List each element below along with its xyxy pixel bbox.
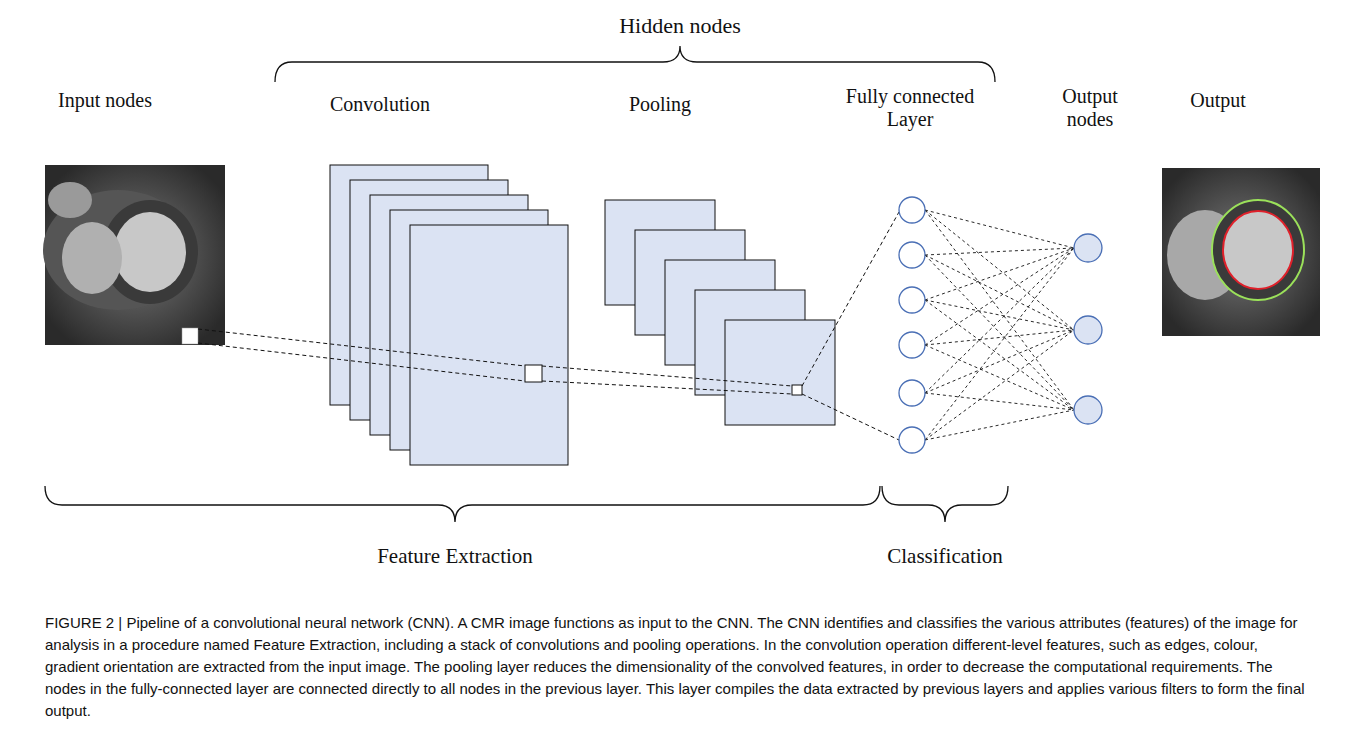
stage-label: Fully connected Layer — [840, 85, 980, 131]
output-neuron — [1074, 316, 1102, 344]
segmented-mri-image — [1162, 168, 1320, 336]
output-neuron — [1074, 234, 1102, 262]
stage-label: Output nodes — [1050, 85, 1130, 131]
fc-neuron — [899, 242, 925, 268]
fc-neuron — [899, 380, 925, 406]
pooling-stack — [605, 200, 835, 425]
fc-neurons — [899, 197, 1102, 453]
output-neuron — [1074, 396, 1102, 424]
bracket — [45, 486, 880, 522]
fc-neuron — [899, 197, 925, 223]
stage-label: Classification — [887, 544, 1002, 568]
receptive-field-lines — [198, 212, 899, 440]
mri-image — [43, 165, 225, 345]
stage-label: Feature Extraction — [377, 544, 533, 568]
stage-label: Hidden nodes — [619, 13, 741, 38]
convolution-stack — [330, 165, 568, 465]
fc-neuron — [899, 332, 925, 358]
stage-label: Output — [1190, 89, 1246, 112]
stage-label: Convolution — [330, 93, 430, 116]
figure-caption: FIGURE 2 | Pipeline of a convolutional n… — [45, 612, 1315, 722]
fc-connections — [925, 210, 1074, 440]
stage-label: Input nodes — [58, 89, 152, 112]
bracket — [275, 46, 995, 82]
fc-neuron — [899, 427, 925, 453]
stage-label: Pooling — [629, 93, 691, 116]
fc-neuron — [899, 287, 925, 313]
bracket — [882, 486, 1008, 522]
